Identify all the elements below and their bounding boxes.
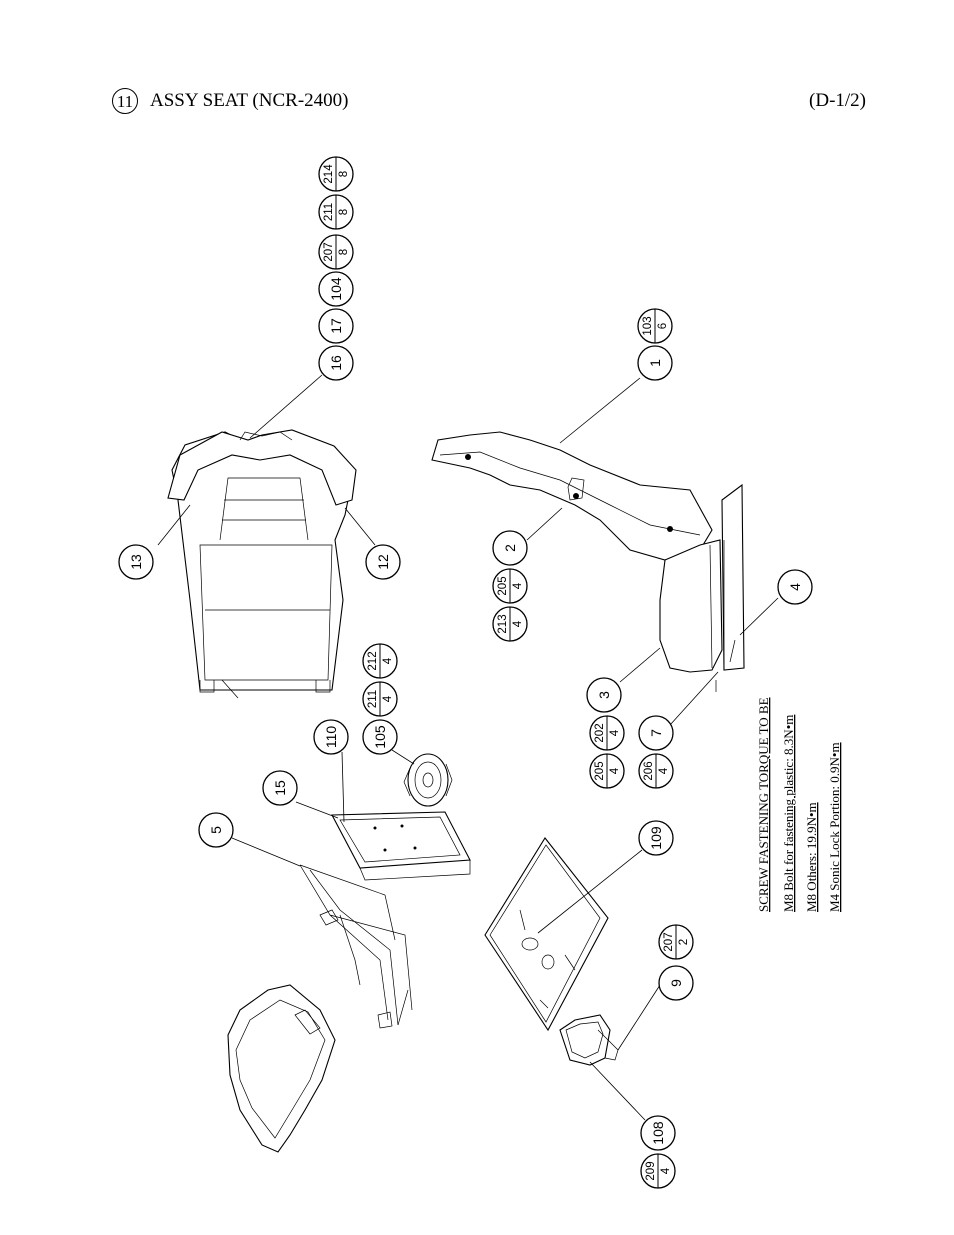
seat-frame-drawing xyxy=(227,749,471,1153)
svg-text:104: 104 xyxy=(328,277,344,301)
svg-text:211: 211 xyxy=(323,203,335,221)
svg-text:3: 3 xyxy=(596,691,612,699)
svg-text:211: 211 xyxy=(367,690,379,708)
torque-note-m8-others: M8 Others: 19.9N•m xyxy=(804,802,819,912)
svg-text:8: 8 xyxy=(338,249,350,255)
svg-text:8: 8 xyxy=(338,209,350,215)
callout-211-qty-4: 211 4 xyxy=(362,681,398,717)
svg-text:4: 4 xyxy=(658,767,670,774)
callout-3: 3 xyxy=(586,677,622,713)
callout-207-qty-8: 207 8 xyxy=(318,234,354,270)
page-header: 11 ASSY SEAT (NCR-2400) (D-1/2) xyxy=(112,88,866,116)
callout-206-qty-4: 206 4 xyxy=(638,753,674,789)
callout-213-qty-4: 213 4 xyxy=(492,606,528,642)
callout-205-qty-4-lower: 205 4 xyxy=(589,753,625,789)
torque-note-m4-sonic-lock: M4 Sonic Lock Portion: 0.9N•m xyxy=(827,742,842,912)
svg-text:2: 2 xyxy=(678,939,690,945)
svg-text:105: 105 xyxy=(372,725,388,749)
torque-notes: SCREW FASTENING TORQUE TO BE M8 Bolt for… xyxy=(756,697,842,912)
callout-15: 15 xyxy=(262,770,298,806)
svg-text:4: 4 xyxy=(609,729,621,736)
callout-214-qty-8: 214 8 xyxy=(318,156,354,192)
svg-text:207: 207 xyxy=(323,242,335,261)
torque-notes-heading: SCREW FASTENING TORQUE TO BE xyxy=(756,697,771,912)
callout-110: 110 xyxy=(313,719,349,755)
svg-text:213: 213 xyxy=(497,614,509,633)
svg-text:4: 4 xyxy=(660,1167,672,1174)
callout-7: 7 xyxy=(638,715,674,751)
svg-text:205: 205 xyxy=(594,761,606,780)
callout-9: 9 xyxy=(658,965,694,1001)
callout-12: 12 xyxy=(365,544,401,580)
svg-text:212: 212 xyxy=(367,651,379,670)
callout-105: 105 xyxy=(362,719,398,755)
svg-text:110: 110 xyxy=(323,726,339,749)
svg-text:13: 13 xyxy=(128,554,144,570)
svg-text:4: 4 xyxy=(512,620,524,627)
svg-text:7: 7 xyxy=(648,729,664,737)
callout-202-qty-4: 202 4 xyxy=(589,715,625,751)
svg-text:4: 4 xyxy=(609,767,621,774)
base-plate-drawing xyxy=(484,837,661,1121)
callout-207-qty-2: 207 2 xyxy=(658,924,694,960)
svg-text:108: 108 xyxy=(650,1121,666,1145)
page-code: (D-1/2) xyxy=(809,90,866,111)
callout-109: 109 xyxy=(638,820,674,856)
svg-text:4: 4 xyxy=(787,583,803,591)
callout-4: 4 xyxy=(777,569,813,605)
seat-shell-drawing xyxy=(431,377,779,726)
svg-text:1: 1 xyxy=(647,359,663,367)
svg-text:103: 103 xyxy=(642,316,654,335)
svg-text:17: 17 xyxy=(328,318,344,334)
svg-text:209: 209 xyxy=(645,1161,657,1180)
callout-212-qty-4: 212 4 xyxy=(362,643,398,679)
seat-assembly-drawing xyxy=(157,374,376,699)
callout-1: 1 xyxy=(637,345,673,381)
callout-5: 5 xyxy=(198,812,234,848)
svg-text:6: 6 xyxy=(657,323,669,329)
svg-text:8: 8 xyxy=(338,171,350,177)
svg-text:4: 4 xyxy=(382,695,394,702)
callout-108: 108 xyxy=(640,1115,676,1151)
svg-text:4: 4 xyxy=(382,657,394,664)
callout-16: 16 xyxy=(318,345,354,381)
callout-104: 104 xyxy=(318,271,354,307)
svg-text:12: 12 xyxy=(375,554,391,570)
svg-text:16: 16 xyxy=(328,355,344,371)
svg-text:4: 4 xyxy=(512,582,524,589)
svg-text:9: 9 xyxy=(668,979,684,987)
torque-note-m8-plastic: M8 Bolt for fastening plastic: 8.3N•m xyxy=(781,715,796,912)
svg-text:206: 206 xyxy=(643,761,655,780)
svg-text:214: 214 xyxy=(323,164,335,184)
svg-text:202: 202 xyxy=(594,723,606,742)
callout-2: 2 xyxy=(492,530,528,566)
callout-13: 13 xyxy=(118,544,154,580)
callout-103-qty-6: 103 6 xyxy=(637,308,673,344)
svg-text:109: 109 xyxy=(648,826,664,850)
section-number-badge: 11 xyxy=(112,88,138,114)
svg-text:5: 5 xyxy=(208,826,224,834)
svg-text:207: 207 xyxy=(663,932,675,951)
svg-text:2: 2 xyxy=(502,544,518,552)
svg-text:205: 205 xyxy=(497,576,509,595)
page-title: ASSY SEAT (NCR-2400) xyxy=(150,90,349,111)
callout-205-qty-4-upper: 205 4 xyxy=(492,568,528,604)
callout-209-qty-4: 209 4 xyxy=(640,1153,676,1189)
callout-17: 17 xyxy=(318,308,354,344)
svg-text:15: 15 xyxy=(272,780,288,796)
callout-211-qty-8: 211 8 xyxy=(318,194,354,230)
